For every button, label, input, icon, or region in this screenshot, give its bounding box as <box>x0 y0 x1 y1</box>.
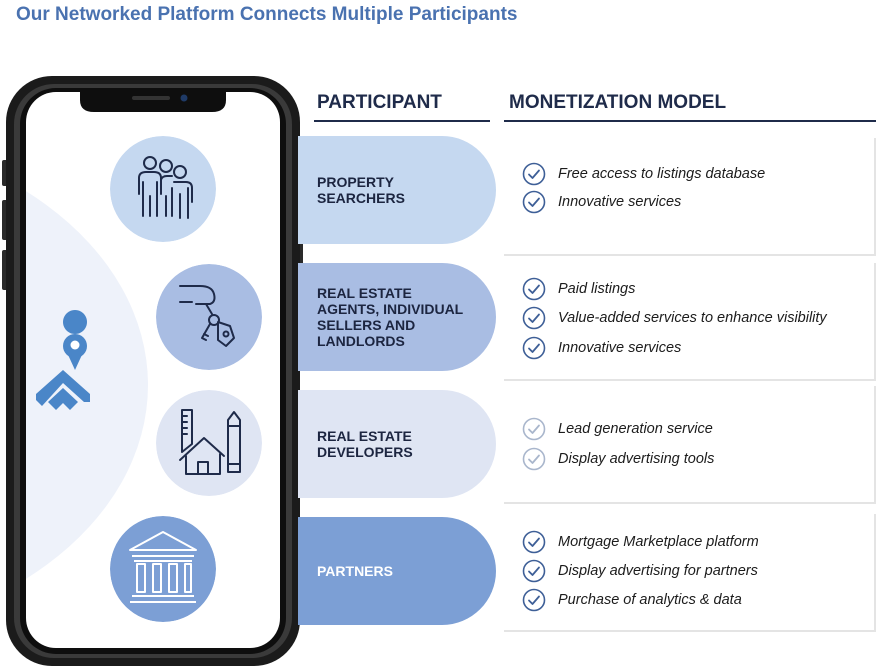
monetization-item-text: Innovative services <box>558 194 682 210</box>
list-item: Display advertising tools <box>522 446 714 472</box>
monetization-item-text: Free access to listings database <box>558 166 766 182</box>
header-divider <box>314 120 490 122</box>
participant-header: PARTICIPANT <box>317 92 442 113</box>
checkmark-icon <box>522 162 546 186</box>
hand-keys-icon <box>156 264 262 370</box>
monetization-box-developers: Lead generation service Display advertis… <box>504 386 876 504</box>
list-item: Display advertising for partners <box>522 558 758 584</box>
header-divider <box>504 120 876 122</box>
phone-notch <box>80 92 226 112</box>
checkmark-icon <box>522 447 546 471</box>
page-title: Our Networked Platform Connects Multiple… <box>16 4 518 25</box>
participant-label: REAL ESTATE DEVELOPERS <box>317 428 413 460</box>
participant-label: REAL ESTATE AGENTS, INDIVIDUAL SELLERS A… <box>317 285 464 349</box>
monetization-item-text: Purchase of analytics & data <box>558 592 742 608</box>
monetization-box-agents-sellers-landlords: Paid listings Value-added services to en… <box>504 263 876 381</box>
monetization-item-text: Innovative services <box>558 340 682 356</box>
checkmark-icon <box>522 588 546 612</box>
list-item: Innovative services <box>522 335 681 361</box>
monetization-item-text: Mortgage Marketplace platform <box>558 534 759 550</box>
participant-label: PARTNERS <box>317 563 393 579</box>
monetization-box-property-searchers: Free access to listings database Innovat… <box>504 138 876 256</box>
list-item: Free access to listings database <box>522 161 765 187</box>
monetization-item-text: Display advertising for partners <box>558 563 758 579</box>
checkmark-icon <box>522 306 546 330</box>
list-item: Mortgage Marketplace platform <box>522 529 759 555</box>
map-pin-house-icon <box>36 310 90 410</box>
list-item: Purchase of analytics & data <box>522 587 742 613</box>
list-item: Paid listings <box>522 276 635 302</box>
participant-property-searchers: PROPERTY SEARCHERS <box>298 136 496 244</box>
checkmark-icon <box>522 277 546 301</box>
list-item: Value-added services to enhance visibili… <box>522 305 827 331</box>
house-ruler-pencil-icon <box>156 390 262 496</box>
bank-building-icon <box>110 516 216 622</box>
people-group-icon <box>110 136 216 242</box>
list-item: Lead generation service <box>522 416 713 442</box>
monetization-box-partners: Mortgage Marketplace platform Display ad… <box>504 514 876 632</box>
participant-partners: PARTNERS <box>298 517 496 625</box>
checkmark-icon <box>522 559 546 583</box>
participant-label: PROPERTY SEARCHERS <box>317 174 405 206</box>
participant-developers: REAL ESTATE DEVELOPERS <box>298 390 496 498</box>
monetization-header: MONETIZATION MODEL <box>509 92 727 113</box>
monetization-item-text: Display advertising tools <box>558 451 715 467</box>
checkmark-icon <box>522 417 546 441</box>
participant-agents-sellers-landlords: REAL ESTATE AGENTS, INDIVIDUAL SELLERS A… <box>298 263 496 371</box>
monetization-item-text: Value-added services to enhance visibili… <box>558 310 827 326</box>
checkmark-icon <box>522 530 546 554</box>
checkmark-icon <box>522 336 546 360</box>
monetization-item-text: Paid listings <box>558 281 636 297</box>
checkmark-icon <box>522 190 546 214</box>
monetization-item-text: Lead generation service <box>558 421 713 437</box>
list-item: Innovative services <box>522 189 681 215</box>
